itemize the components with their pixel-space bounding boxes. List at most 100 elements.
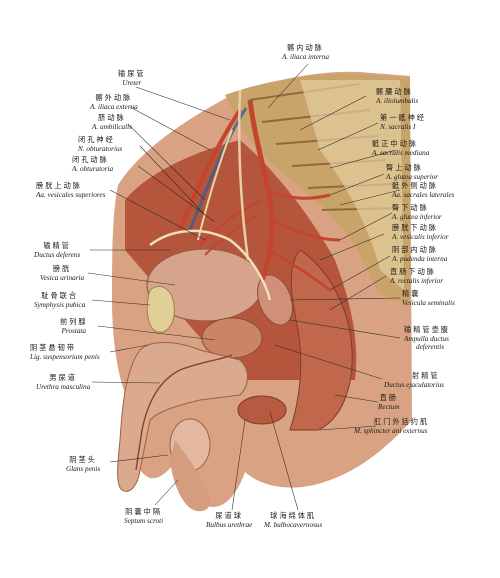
- label-latin: A. iliaca interna: [282, 52, 329, 61]
- label-glans-penis: 阴茎头 Glans penis: [66, 455, 101, 473]
- label-m-sphincter-ani-externus: 肛门外括约肌 M. sphincter ani externus: [354, 417, 430, 435]
- label-latin: Bulbus urethrae: [206, 520, 253, 529]
- label-cn: 闭孔神经: [78, 135, 115, 144]
- label-cn: 骶外侧动脉: [392, 181, 438, 190]
- urethra-line: [135, 354, 233, 471]
- label-cn: 阴茎头: [69, 455, 97, 464]
- label-cn: 髂外动脉: [95, 93, 133, 102]
- symphysis-pubica: [146, 286, 175, 333]
- label-latin: M. sphincter ani externus: [354, 426, 428, 435]
- label-cn: 肛门外括约肌: [374, 417, 430, 426]
- label-a-obturatoria: 闭孔动脉 A. obturatoria: [72, 155, 114, 173]
- label-a-vesicalis-inferior: 膀胱下动脉 A. vesicalis inferior: [392, 223, 449, 241]
- label-a-umbilicalis: 脐动脉 A. umbilicalis: [92, 113, 132, 131]
- label-septum-scroti: 阴囊中隔 Septum scroti: [124, 507, 164, 525]
- label-latin: A. vesicalis inferior: [392, 232, 449, 241]
- label-lig-suspensorium-penis: 阴茎悬韧带 Lig. suspensorium penis: [30, 343, 100, 361]
- label-cn: 阴茎悬韧带: [30, 343, 76, 352]
- label-cn: 髂内动脉: [287, 43, 324, 52]
- label-cn: 阴囊中隔: [125, 507, 162, 516]
- label-latin: Ureter: [122, 78, 142, 87]
- label-cn: 膀胱上动脉: [36, 181, 82, 190]
- label-a-glutea-superior: 臀上动脉 A. glutea superior: [386, 163, 439, 181]
- label-a-iliolumbalis: 髂腰动脉 A. iliolumbalis: [376, 87, 419, 105]
- label-m-bulbocavernosus: 球海绵体肌 M. bulbocavernosus: [264, 511, 323, 529]
- label-latin: A. iliaca externa: [90, 102, 138, 111]
- label-latin: Prostata: [61, 326, 87, 335]
- label-a-glutea-inferior: 臀下动脉 A. glutea inferior: [392, 203, 442, 221]
- label-ductus-deferens: 输精管 Ductus deferens: [34, 241, 81, 259]
- label-cn: 输精管壶腹: [404, 325, 450, 334]
- label-latin-line2: deferentis: [416, 343, 445, 352]
- label-cn: 膀胱下动脉: [392, 223, 438, 232]
- a-obturatoria: [204, 214, 259, 256]
- label-a-iliaca-interna: 髂内动脉 A. iliaca interna: [282, 43, 329, 61]
- label-cn: 脐动脉: [98, 113, 126, 122]
- label-aa-vesicales-superiores: 膀胱上动脉 Aa. vesicales superiores: [36, 181, 106, 199]
- label-ureter: 输尿管 Ureter: [118, 69, 146, 87]
- label-a-sacralis-mediana: 骶正中动脉 A. sacralis mediana: [372, 139, 430, 157]
- a-pudenda-interna: [267, 248, 331, 292]
- label-bulbus-urethrae: 尿道球 Bulbus urethrae: [206, 511, 253, 529]
- label-latin: Aa. sacrales laterales: [392, 190, 455, 199]
- label-vesica-urinaria: 膀胱 Vesica urinaria: [40, 264, 85, 282]
- a-glutea-superior: [267, 188, 331, 200]
- label-n-obturatorius: 闭孔神经 N. obturatorius: [78, 135, 123, 153]
- label-latin: Rectum: [378, 402, 400, 411]
- label-cn: 臀上动脉: [386, 163, 423, 172]
- label-cn: 输精管: [43, 241, 71, 250]
- label-latin: Ductus deferens: [34, 250, 81, 259]
- penis: [117, 342, 248, 492]
- ureter: [238, 89, 250, 261]
- label-cn: 男尿道: [49, 373, 77, 382]
- label-rectum: 直肠 Rectum: [378, 393, 400, 411]
- scrotum: [170, 440, 211, 512]
- label-a-iliaca-externa: 髂外动脉 A. iliaca externa: [90, 93, 138, 111]
- label-latin: Lig. suspensorium penis: [30, 352, 100, 361]
- a-iliaca-interna: [247, 99, 275, 281]
- label-cn: 精囊: [402, 289, 421, 298]
- label-latin: A. sacralis mediana: [372, 148, 430, 157]
- n-obturatorius: [197, 129, 233, 241]
- label-cn: 闭孔动脉: [72, 155, 109, 164]
- label-ampulla-ductus-deferentis: 输精管壶腹 Ampulla ductus deferentis: [404, 325, 450, 352]
- spinal-canal: [300, 80, 404, 290]
- label-a-pudenda-interna: 阴部内动脉 A. pudenda interna: [392, 245, 448, 263]
- a-umbilicalis: [199, 198, 263, 246]
- label-cn: 前列腺: [60, 317, 88, 326]
- label-latin: A. iliolumbalis: [376, 96, 419, 105]
- label-cn: 输尿管: [118, 69, 146, 78]
- label-cn: 第一骶神经: [380, 113, 426, 122]
- label-latin: N. sacralis I: [380, 122, 416, 131]
- label-latin: N. obturatorius: [78, 144, 123, 153]
- label-latin: Aa. vesicales superiores: [36, 190, 106, 199]
- label-cn: 髂腰动脉: [376, 87, 413, 96]
- label-latin: Vesicula seminalis: [402, 298, 455, 307]
- label-symphysis-pubica: 耻骨联合 Symphysis pubica: [34, 291, 86, 309]
- label-latin: A. rectalis inferior: [390, 276, 444, 285]
- label-latin: Symphysis pubica: [34, 300, 86, 309]
- label-latin: A. glutea superior: [386, 172, 439, 181]
- label-latin: Urethra masculina: [36, 382, 91, 391]
- label-cn: 直肠下动脉: [390, 267, 436, 276]
- label-cn: 骶正中动脉: [372, 139, 418, 148]
- label-latin: A. obturatoria: [72, 164, 114, 173]
- label-latin: Septum scroti: [124, 516, 164, 525]
- label-latin: A. pudenda interna: [392, 254, 448, 263]
- bulbus-urethrae: [237, 395, 287, 425]
- label-latin: A. glutea inferior: [392, 212, 442, 221]
- label-latin: A. umbilicalis: [92, 122, 132, 131]
- label-cn: 射精管: [412, 371, 440, 380]
- label-prostata: 前列腺 Prostata: [60, 317, 88, 335]
- a-iliaca-externa: [178, 108, 242, 231]
- label-cn: 耻骨联合: [41, 291, 79, 300]
- label-latin: M. bulbocavernosus: [264, 520, 323, 529]
- label-n-sacralis-i: 第一骶神经 N. sacralis I: [380, 113, 426, 131]
- label-latin: Glans penis: [66, 464, 101, 473]
- label-latin: Vesica urinaria: [40, 273, 85, 282]
- rectum: [289, 249, 353, 431]
- label-cn: 直肠: [379, 393, 398, 402]
- label-cn: 尿道球: [215, 511, 243, 520]
- label-latin: Ductus ejaculatorius: [384, 380, 445, 389]
